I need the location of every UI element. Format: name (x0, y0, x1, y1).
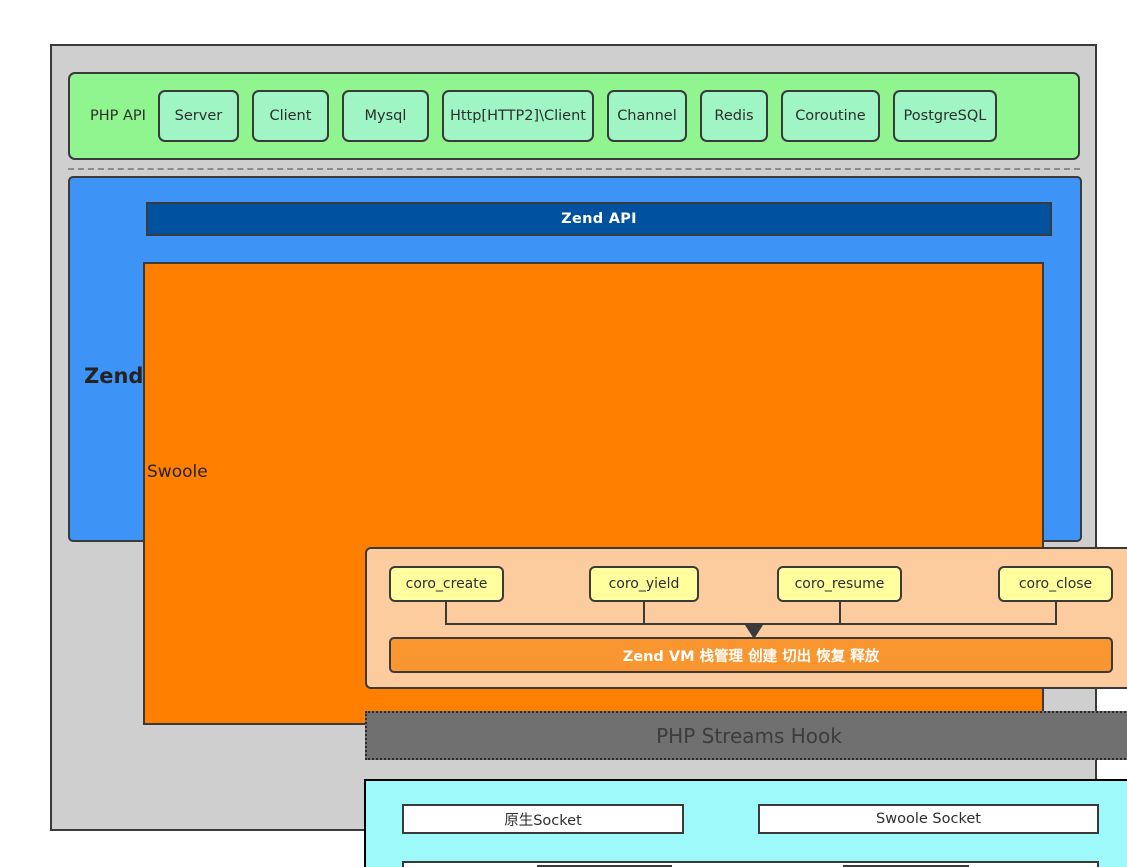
jump-fcontext-box[interactable]: jump_fcontext (843, 865, 969, 867)
php-api-module-postgresql[interactable]: PostgreSQL (892, 90, 997, 142)
swoole-layer: coro_create coro_yield coro_resume coro_… (143, 262, 1127, 867)
native-socket-box[interactable]: 原生Socket (402, 804, 684, 834)
swoole-layer-label: Swoole (147, 462, 208, 482)
php-api-layer: PHP API Server Client Mysql Http[HTTP2]\… (68, 72, 1080, 160)
connector-line-coro-close (1055, 602, 1057, 624)
php-api-module-client[interactable]: Client (251, 90, 329, 142)
coro-close-box[interactable]: coro_close (998, 566, 1113, 602)
connector-line-coro-yield (643, 602, 645, 624)
php-api-module-coroutine[interactable]: Coroutine (780, 90, 880, 142)
zend-api-bar: Zend API (146, 202, 1052, 236)
layer-divider (68, 168, 1080, 170)
connector-line-coro-create (445, 602, 447, 624)
connector-rail (445, 623, 1057, 625)
coro-resume-box[interactable]: coro_resume (777, 566, 902, 602)
php-api-module-mysql[interactable]: Mysql (341, 90, 429, 142)
coroutine-api-panel: coro_create coro_yield coro_resume coro_… (365, 547, 1127, 689)
context-row: Context (402, 861, 1099, 867)
coro-create-box[interactable]: coro_create (389, 566, 504, 602)
php-api-module-server[interactable]: Server (157, 90, 239, 142)
zend-layer-label: Zend (84, 364, 144, 388)
connector-line-coro-resume (839, 602, 841, 624)
php-streams-hook-box[interactable]: PHP Streams Hook (365, 711, 1127, 760)
swoole-socket-box[interactable]: Swoole Socket (758, 804, 1099, 834)
php-api-layer-label: PHP API (90, 108, 146, 124)
socket-layer-panel: 原生Socket Swoole Socket Context make_fcon… (364, 779, 1127, 867)
zend-vm-bar: Zend VM 栈管理 创建 切出 恢复 释放 (389, 637, 1113, 673)
php-api-module-redis[interactable]: Redis (699, 90, 768, 142)
php-api-module-channel[interactable]: Channel (606, 90, 687, 142)
coro-yield-box[interactable]: coro_yield (589, 566, 699, 602)
php-api-module-http-client[interactable]: Http[HTTP2]\Client (441, 90, 594, 142)
make-fcontext-box[interactable]: make_fcontext (537, 865, 672, 867)
arrow-down-icon (745, 625, 763, 639)
